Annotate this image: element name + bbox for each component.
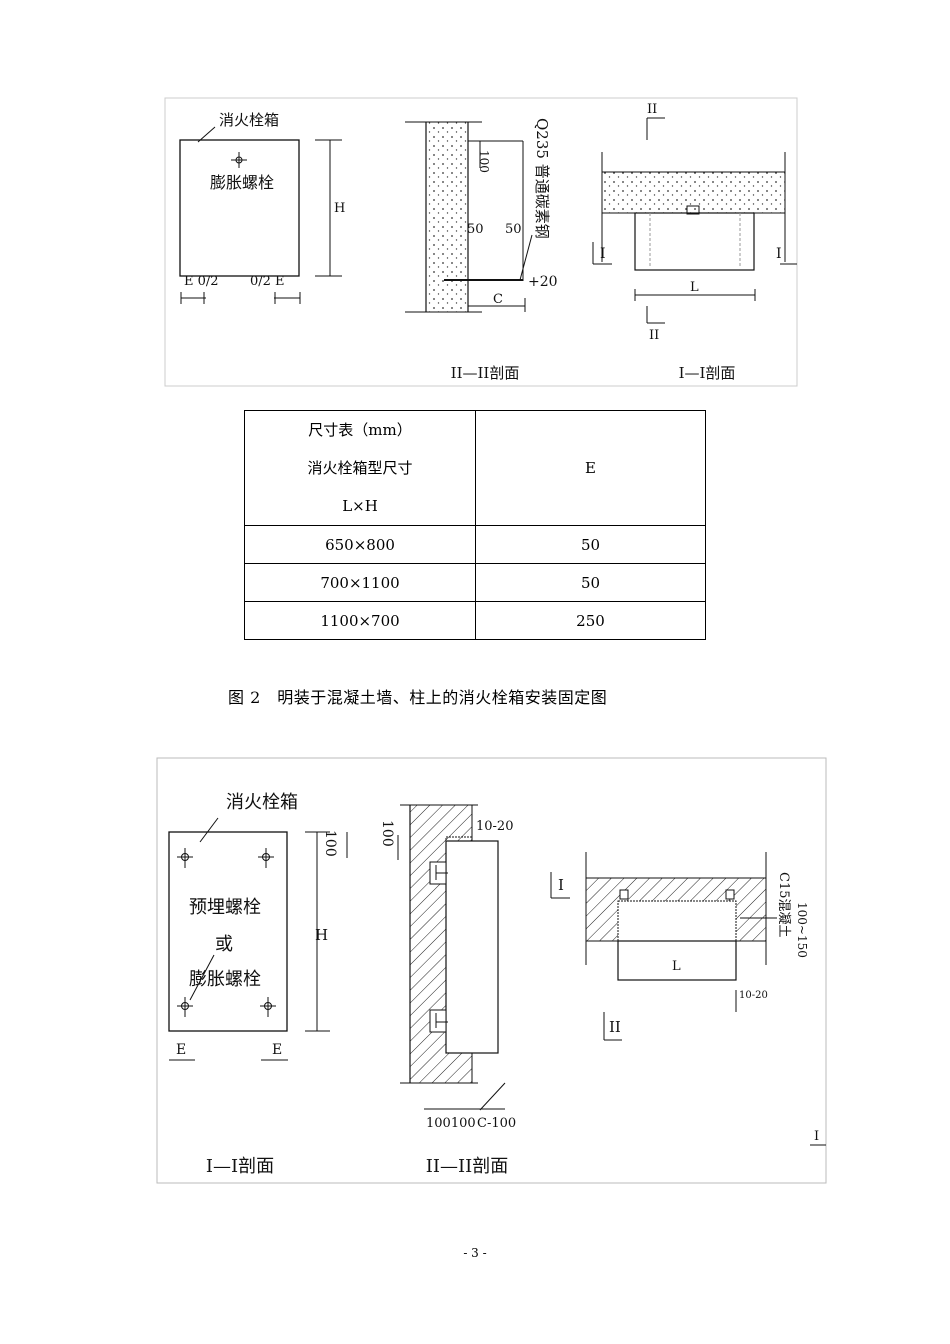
bolt-icon: [177, 997, 193, 1017]
fig1-mark-ii-bottom: II: [649, 328, 659, 343]
fig2-dim-h: H: [315, 926, 328, 944]
fig2-section-i: L I II 10-20 C15混凝土 100~150 I: [550, 852, 826, 1146]
fig1-dim-h: H: [334, 201, 345, 216]
fig1-caption-ii: II—II剖面: [451, 364, 520, 382]
fig1-dim-l: L: [690, 280, 699, 295]
fig2-or-label: 或: [215, 934, 233, 955]
cell-e: 50: [475, 525, 706, 564]
fig2-box-label: 消火栓箱: [226, 792, 298, 813]
fig1-bolt-label: 膨胀螺栓: [210, 173, 274, 192]
cell-size: 700×1100: [244, 563, 476, 602]
fig1-dim-100: 100: [477, 150, 491, 173]
fig1-section-i: II II I I L: [592, 102, 797, 343]
fig1-dim-left: E 0/2: [184, 274, 219, 289]
fig2-dim-e-right: E: [272, 1042, 282, 1058]
fig2-bolt-label-2: 膨胀螺栓: [189, 969, 261, 990]
fig2-caption-ii: II—II剖面: [426, 1156, 508, 1177]
fig2-mark-i: I: [558, 876, 564, 894]
fig1-mark-i-right: I: [776, 246, 782, 262]
fig2-bolt-label-1: 预埋螺栓: [189, 897, 261, 918]
fig1-section-ii: 100 50 50 Q235 普通碳素钢 +20 C: [405, 118, 558, 313]
header-line: 消火栓箱型尺寸: [307, 459, 413, 477]
figure-2: 消火栓箱 预埋螺栓 或 膨胀螺栓 H 100 E E: [156, 757, 827, 1184]
cell-size: 650×800: [244, 525, 476, 564]
header-line: 尺寸表（mm）: [308, 421, 412, 439]
bolt-icon: [231, 152, 247, 168]
page-number: - 3 -: [463, 1246, 487, 1260]
table-header-size: 尺寸表（mm） 消火栓箱型尺寸 L×H: [244, 410, 476, 526]
fig2-dim-thickness: 100~150: [795, 902, 809, 958]
fig2-dim-100-side: 100: [379, 820, 395, 847]
header-line: L×H: [342, 497, 378, 515]
fig2-front-view: 消火栓箱 预埋螺栓 或 膨胀螺栓 H 100 E E: [168, 792, 348, 1061]
figure-caption: 图 2 明装于混凝土墙、柱上的消火栓箱安装固定图: [228, 688, 608, 707]
fig1-dim-50b: 50: [505, 222, 522, 237]
fig1-dim-right: 0/2 E: [250, 274, 285, 289]
cell-e: 50: [475, 563, 706, 602]
figure-2-frame: [156, 757, 827, 1184]
fig2-concrete-label: C15混凝土: [776, 872, 792, 938]
bolt-icon: [260, 997, 276, 1017]
fig2-dim-gap: 10-20: [476, 819, 513, 834]
fig1-caption-i: I—I剖面: [679, 364, 736, 382]
fig2-dim-c: C-100: [477, 1116, 516, 1131]
fig2-section-ii: 10-20 100 100100 C-100: [379, 804, 516, 1131]
table-header-e: E: [475, 410, 706, 526]
figure-1: 消火栓箱 膨胀螺栓 H E 0/2 0/2 E 100 50 50 Q235 普…: [164, 97, 798, 387]
fig2-dim-e-left: E: [176, 1042, 186, 1058]
figure-1-frame: [164, 97, 798, 387]
fig1-dim-c: C: [493, 292, 503, 307]
fig1-box-label: 消火栓箱: [219, 111, 279, 129]
fig2-caption-i: I—I剖面: [206, 1156, 274, 1177]
fig2-dim-l: L: [672, 959, 681, 974]
fig1-dim-50a: 50: [467, 222, 484, 237]
bolt-icon: [258, 848, 274, 868]
cell-size: 1100×700: [244, 601, 476, 640]
fig1-steel-label: Q235 普通碳素钢: [533, 118, 551, 239]
fig2-mark-ii: II: [609, 1018, 621, 1036]
fig2-dim-gap-right: 10-20: [739, 990, 768, 1001]
table-header-row: 尺寸表（mm） 消火栓箱型尺寸 L×H E: [244, 410, 706, 526]
fig1-mark-i-left: I: [600, 246, 606, 262]
bolt-icon: [177, 848, 193, 868]
fig1-mark-ii-top: II: [647, 102, 657, 117]
fig2-dim-100: 100: [322, 830, 338, 857]
fig1-front-view: 消火栓箱 膨胀螺栓 H E 0/2 0/2 E: [179, 111, 345, 304]
fig1-dim-20: +20: [528, 274, 558, 290]
cell-e: 250: [475, 601, 706, 640]
fig2-dim-bottom: 100100: [426, 1116, 476, 1131]
fig2-mark-i-bottom: I: [814, 1129, 819, 1144]
